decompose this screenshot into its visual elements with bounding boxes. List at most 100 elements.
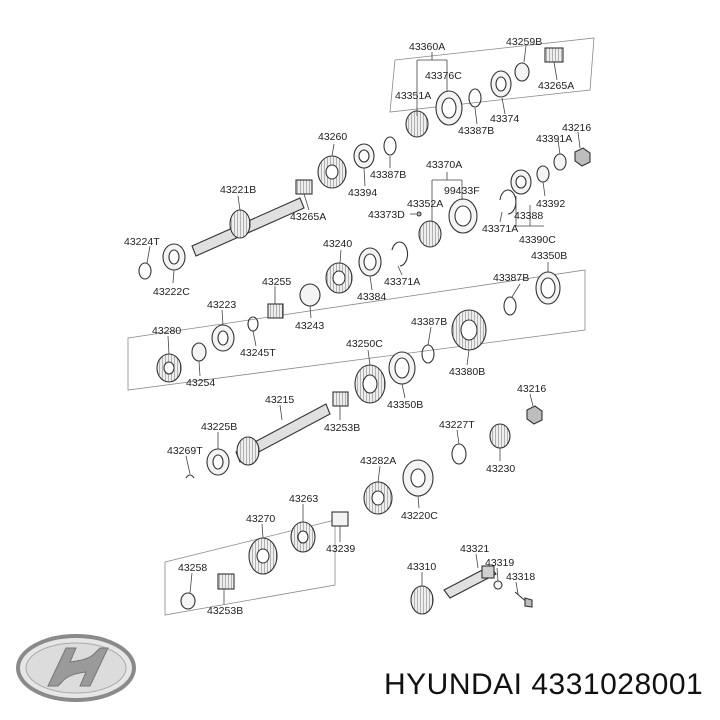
part-43319 <box>493 580 503 590</box>
label-43239: 43239 <box>326 543 355 555</box>
label-43388: 43388 <box>514 210 543 222</box>
label-43310: 43310 <box>407 561 436 573</box>
part-43250C <box>354 364 386 404</box>
label-43350B-2: 43350B <box>387 399 423 411</box>
part-43224T <box>138 262 152 280</box>
part-43230 <box>489 423 511 449</box>
part-labels: 43360A 43259B 43376C 43351A 43265A 43374… <box>124 36 591 617</box>
label-43321: 43321 <box>460 543 489 555</box>
part-43255 <box>267 303 284 319</box>
label-43227T: 43227T <box>439 419 475 431</box>
part-43265A-top <box>544 47 564 63</box>
label-43387B-3: 43387B <box>493 272 529 284</box>
label-43221B: 43221B <box>220 184 256 196</box>
label-43391A: 43391A <box>536 133 572 145</box>
part-43387B-3 <box>503 296 517 316</box>
part-43384 <box>358 247 382 277</box>
part-43282A <box>363 481 393 515</box>
label-43245T: 43245T <box>240 347 276 359</box>
label-99433F: 99433F <box>444 185 480 197</box>
label-43230: 43230 <box>486 463 515 475</box>
label-43222C: 43222C <box>153 286 190 298</box>
part-43350B-2 <box>388 351 416 385</box>
assembly-frame-top <box>389 37 595 113</box>
part-43254 <box>191 342 207 362</box>
label-43243: 43243 <box>295 320 324 332</box>
label-43351A: 43351A <box>395 90 431 102</box>
part-43223 <box>211 324 235 352</box>
label-43319: 43319 <box>485 557 514 569</box>
part-43310 <box>410 585 434 615</box>
label-43265A-mid: 43265A <box>290 211 326 223</box>
part-43387B-1 <box>468 88 482 108</box>
part-43216-top <box>574 147 591 167</box>
part-43371A-1 <box>499 189 517 215</box>
part-43270 <box>248 537 278 575</box>
part-43376C <box>435 90 463 126</box>
part-43391A <box>553 153 567 171</box>
part-43387B-2 <box>383 136 397 156</box>
label-43280: 43280 <box>152 325 181 337</box>
part-43263 <box>290 521 316 553</box>
part-43215-shaft <box>235 403 331 466</box>
assembly-frame-mid <box>127 269 586 391</box>
part-43392 <box>536 165 550 183</box>
label-43373D: 43373D <box>368 209 405 221</box>
label-43390C: 43390C <box>519 234 556 246</box>
label-43225B: 43225B <box>201 421 237 433</box>
label-43259B: 43259B <box>506 36 542 48</box>
part-43394 <box>353 143 375 169</box>
label-43255: 43255 <box>262 276 291 288</box>
label-43224T: 43224T <box>124 236 160 248</box>
part-43258 <box>180 592 196 610</box>
label-43352A: 43352A <box>407 198 443 210</box>
part-43240 <box>325 262 353 294</box>
label-43254: 43254 <box>186 377 215 389</box>
part-43221B-shaft <box>191 197 305 257</box>
label-43394: 43394 <box>348 187 377 199</box>
label-43282A: 43282A <box>360 455 396 467</box>
brand-part-number: HYUNDAI 4331028001 <box>384 668 704 701</box>
part-43239 <box>331 511 349 527</box>
part-99433F <box>448 198 478 234</box>
label-43270: 43270 <box>246 513 275 525</box>
part-43222C <box>162 243 186 271</box>
leader-lines <box>146 45 581 604</box>
label-43350B-1: 43350B <box>531 250 567 262</box>
label-43318: 43318 <box>506 571 535 583</box>
label-43240: 43240 <box>323 238 352 250</box>
part-43265A-mid <box>295 179 313 195</box>
part-43371A-2 <box>391 241 409 267</box>
part-43352A <box>418 220 442 248</box>
label-43370A: 43370A <box>426 159 462 171</box>
part-43318 <box>514 591 533 608</box>
part-43269T <box>185 474 195 479</box>
label-43215: 43215 <box>265 394 294 406</box>
label-43258: 43258 <box>178 562 207 574</box>
label-43360A: 43360A <box>409 41 445 53</box>
label-43263: 43263 <box>289 493 318 505</box>
label-43269T: 43269T <box>167 445 203 457</box>
label-43216-mid: 43216 <box>517 383 546 395</box>
label-43392: 43392 <box>536 198 565 210</box>
part-43380B <box>451 309 487 351</box>
label-43376C: 43376C <box>425 70 462 82</box>
part-43216-mid <box>526 405 543 425</box>
label-43384: 43384 <box>357 291 386 303</box>
part-43373D <box>416 211 422 217</box>
part-43253B-2 <box>217 573 235 590</box>
part-43225B <box>206 448 230 476</box>
part-43350B-1 <box>535 271 561 305</box>
label-43216-top: 43216 <box>562 122 591 134</box>
label-43387B-4: 43387B <box>411 316 447 328</box>
label-43260: 43260 <box>318 131 347 143</box>
part-43280 <box>156 353 182 383</box>
part-43388 <box>510 169 532 195</box>
hyundai-logo-icon <box>16 634 136 702</box>
part-43220C <box>402 459 434 497</box>
part-43321 <box>443 565 497 599</box>
label-43387B-2: 43387B <box>370 169 406 181</box>
part-43374 <box>490 70 512 98</box>
part-43260 <box>317 155 347 189</box>
